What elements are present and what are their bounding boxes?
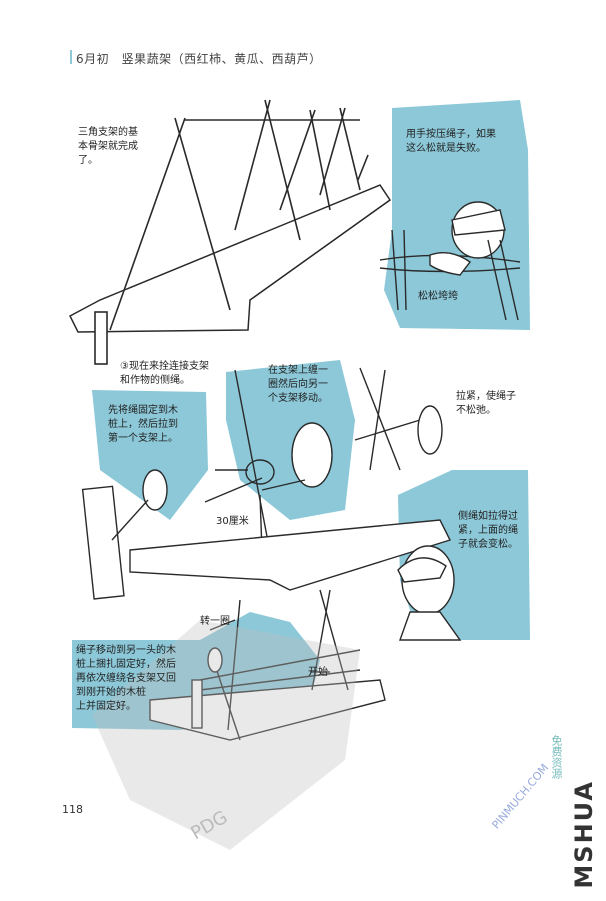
- watermark-free: 免费资源: [550, 735, 563, 779]
- watermark-shield: [92, 620, 360, 850]
- page-number: 118: [62, 803, 83, 816]
- tie-drawing: [81, 469, 451, 600]
- note-start: 开始: [308, 667, 328, 678]
- page-header: 6月初 竖果蔬架（西红柿、黄瓜、西葫芦）: [76, 52, 322, 66]
- note-final: 绳子移动到另一头的木 桩上捆扎固定好，然后 再依次缠绕各支架又回 到刚开始的木桩…: [76, 645, 176, 712]
- note-side-rope: 侧绳如拉得过 紧，上面的绳 子就会变松。: [458, 511, 518, 550]
- note-pull-tight: 拉紧，使绳子 不松弛。: [456, 391, 516, 416]
- bottom-bed: [149, 589, 386, 741]
- note-tie-first: 先将绳固定到木 桩上，然后拉到 第一个支架上。: [108, 405, 178, 444]
- note-turn: 转一圈: [200, 616, 230, 627]
- note-step3: ③现在来拴连接支架 和作物的侧绳。: [120, 361, 209, 386]
- header-accent-bar: [70, 50, 72, 64]
- note-wrap-move: 在支架上缠一 圈然后向另一 个支架移动。: [268, 365, 328, 404]
- top-a-frames: [94, 99, 369, 365]
- blue-blob-tie: [92, 390, 208, 520]
- note-loose: 松松垮垮: [418, 291, 458, 302]
- note-press-rope: 用手按压绳子，如果 这么松就是失败。: [406, 129, 496, 154]
- face-drawing: [397, 545, 462, 641]
- note-frame-done: 三角支架的基 本骨架就完成 了。: [78, 127, 138, 166]
- watermark-brand: MSHUA: [570, 780, 598, 889]
- wrap-drawing: [204, 367, 443, 553]
- note-30cm: 30厘米: [216, 516, 249, 527]
- press-rope-drawing: [379, 201, 521, 321]
